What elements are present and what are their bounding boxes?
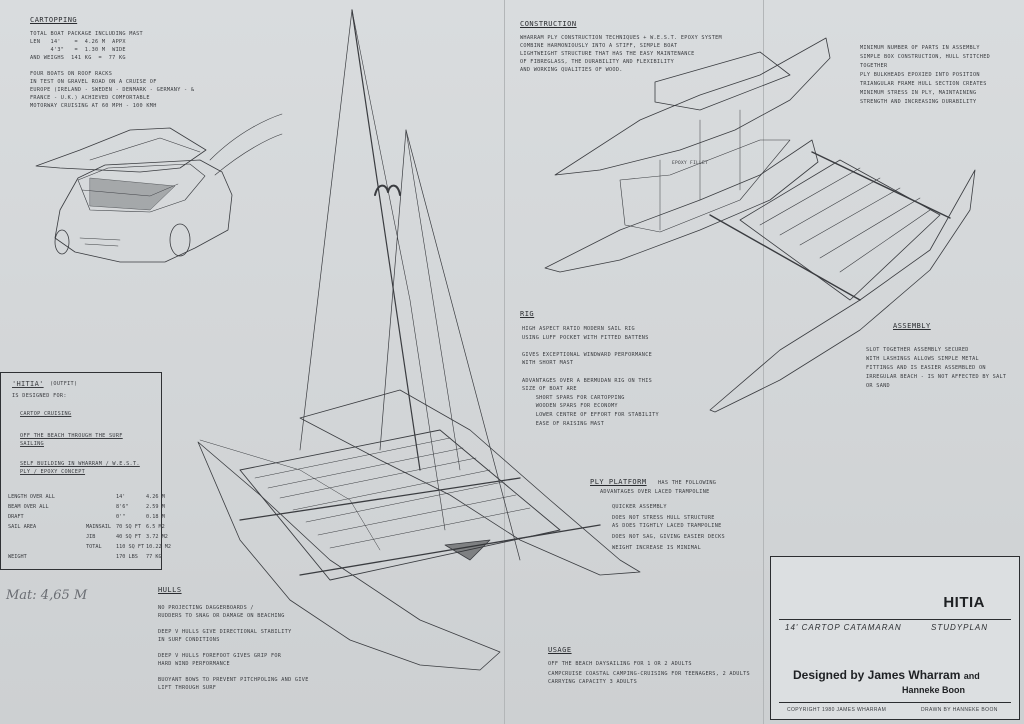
spec-metric: 6.5 M2 xyxy=(146,524,165,530)
ply-platform-sub: ADVANTAGES OVER LACED TRAMPOLINE xyxy=(600,489,710,495)
usage-item: CAMPCRUISE COASTAL CAMPING-CRUISING FOR … xyxy=(548,671,750,685)
hulls-heading: HULLS xyxy=(158,586,182,594)
hitia-box-intro: IS DESIGNED FOR: xyxy=(12,393,67,399)
title-block: HITIA 14' CARTOP CATAMARAN STUDYPLAN Des… xyxy=(770,556,1020,720)
hitia-box-item: OFF THE BEACH THROUGH THE SURF SAILING xyxy=(20,433,123,447)
spec-row: JIB 40 SQ FT 3.72 M2 xyxy=(8,532,186,542)
spec-label: SAIL AREA xyxy=(8,524,37,530)
usage-item: OFF THE BEACH DAYSAILING FOR 1 OR 2 ADUL… xyxy=(548,661,692,667)
spec-metric: 4.26 M xyxy=(146,494,165,500)
spec-label: WEIGHT xyxy=(8,554,27,560)
spec-row: WEIGHT 170 LBS 77 KG xyxy=(8,552,186,562)
rig-heading: RIG xyxy=(520,310,535,318)
ply-platform-item: QUICKER ASSEMBLY xyxy=(612,504,667,510)
title-divider xyxy=(779,702,1011,703)
hulls-item: DEEP V HULLS FOREFOOT GIVES GRIP FOR HAR… xyxy=(158,653,282,667)
fold-line xyxy=(504,0,505,724)
spec-row: BEAM OVER ALL 8'6" 2.59 M xyxy=(8,502,186,512)
fold-line xyxy=(763,0,764,724)
spec-metric: 77 KG xyxy=(146,554,162,560)
boat-perspective-drawing xyxy=(197,9,641,671)
spec-sub: MAINSAIL xyxy=(86,524,111,530)
spec-metric: 2.59 M xyxy=(146,504,165,510)
spec-label: DRAFT xyxy=(8,514,24,520)
hitia-box-heading: 'HITIA' xyxy=(12,380,44,388)
construction-drawing xyxy=(544,37,976,413)
handwritten-note: Mat: 4,65 M xyxy=(6,588,88,603)
construction-text: WHARRAM PLY CONSTRUCTION TECHNIQUES + W.… xyxy=(520,35,722,73)
hitia-box-item: SELF BUILDING IN WHARRAM / W.E.S.T. PLY … xyxy=(20,461,140,475)
spec-row: DRAFT 0'" 0.18 M xyxy=(8,512,186,522)
spec-metric: 3.72 M2 xyxy=(146,534,168,540)
ply-platform-heading: PLY PLATFORM xyxy=(590,478,647,486)
assembly-heading: ASSEMBLY xyxy=(893,322,931,330)
spec-imp: 0'" xyxy=(116,514,126,520)
title-divider xyxy=(779,619,1011,620)
hitia-purpose-box xyxy=(0,372,162,570)
cartopping-text: TOTAL BOAT PACKAGE INCLUDING MAST LEN 14… xyxy=(30,31,195,109)
spec-label: LENGTH OVER ALL xyxy=(8,494,55,500)
ply-platform-heading-rest: HAS THE FOLLOWING xyxy=(658,480,717,486)
hitia-box-item: CARTOP CRUISING xyxy=(20,411,72,417)
usage-heading: USAGE xyxy=(548,646,572,654)
assembly-text: SLOT TOGETHER ASSEMBLY SECURED WITH LASH… xyxy=(866,347,1007,389)
ply-platform-item: DOES NOT STRESS HULL STRUCTURE AS DOES T… xyxy=(612,515,722,529)
spec-imp: 8'6" xyxy=(116,504,129,510)
spec-imp: 40 SQ FT xyxy=(116,534,141,540)
spec-imp: 14' xyxy=(116,494,126,500)
cartopping-heading: CARTOPPING xyxy=(30,16,78,24)
boat-subtitle: 14' CARTOP CATAMARAN xyxy=(785,623,902,632)
copyright: COPYRIGHT 1980 JAMES WHARRAM xyxy=(787,707,887,713)
hulls-item: NO PROJECTING DAGGERBOARDS / RUDDERS TO … xyxy=(158,605,285,619)
designer-and: and xyxy=(963,671,980,681)
spec-imp: 170 LBS xyxy=(116,554,138,560)
co-designer: Hanneke Boon xyxy=(902,685,966,695)
designer-name: Designed by James Wharram xyxy=(793,668,961,682)
construction-heading: CONSTRUCTION xyxy=(520,20,577,28)
construction-points: MINIMUM NUMBER OF PARTS IN ASSEMBLY SIMP… xyxy=(860,45,991,105)
spec-table: LENGTH OVER ALL 14' 4.26 M BEAM OVER ALL 8'6… xyxy=(8,492,186,562)
boat-name: HITIA xyxy=(943,594,985,611)
rig-text: HIGH ASPECT RATIO MODERN SAIL RIG USING … xyxy=(522,326,659,427)
spec-imp: 110 SQ FT xyxy=(116,544,145,550)
ply-platform-item: WEIGHT INCREASE IS MINIMAL xyxy=(612,545,702,551)
spec-label: BEAM OVER ALL xyxy=(8,504,49,510)
spec-row: SAIL AREA MAINSAIL 70 SQ FT 6.5 M2 xyxy=(8,522,186,532)
spec-imp: 70 SQ FT xyxy=(116,524,141,530)
car-drawing xyxy=(35,113,283,263)
ply-platform-item: DOES NOT SAG, GIVING EASIER DECKS xyxy=(612,534,725,540)
spec-row: LENGTH OVER ALL 14' 4.26 M xyxy=(8,492,186,502)
designer-credit: Designed by James Wharram and xyxy=(793,668,980,682)
spec-sub: TOTAL xyxy=(86,544,102,550)
hulls-item: DEEP V HULLS GIVE DIRECTIONAL STABILITY … xyxy=(158,629,292,643)
hulls-item: BUOYANT BOWS TO PREVENT PITCHPOLING AND … xyxy=(158,677,309,691)
spec-metric: 10.22 M2 xyxy=(146,544,171,550)
drawn-by: DRAWN BY HANNEKE BOON xyxy=(921,707,998,713)
spec-metric: 0.18 M xyxy=(146,514,165,520)
hitia-box-heading-note: (OUTFIT) xyxy=(50,381,78,387)
spec-sub: JIB xyxy=(86,534,96,540)
plan-type: STUDYPLAN xyxy=(931,623,989,632)
